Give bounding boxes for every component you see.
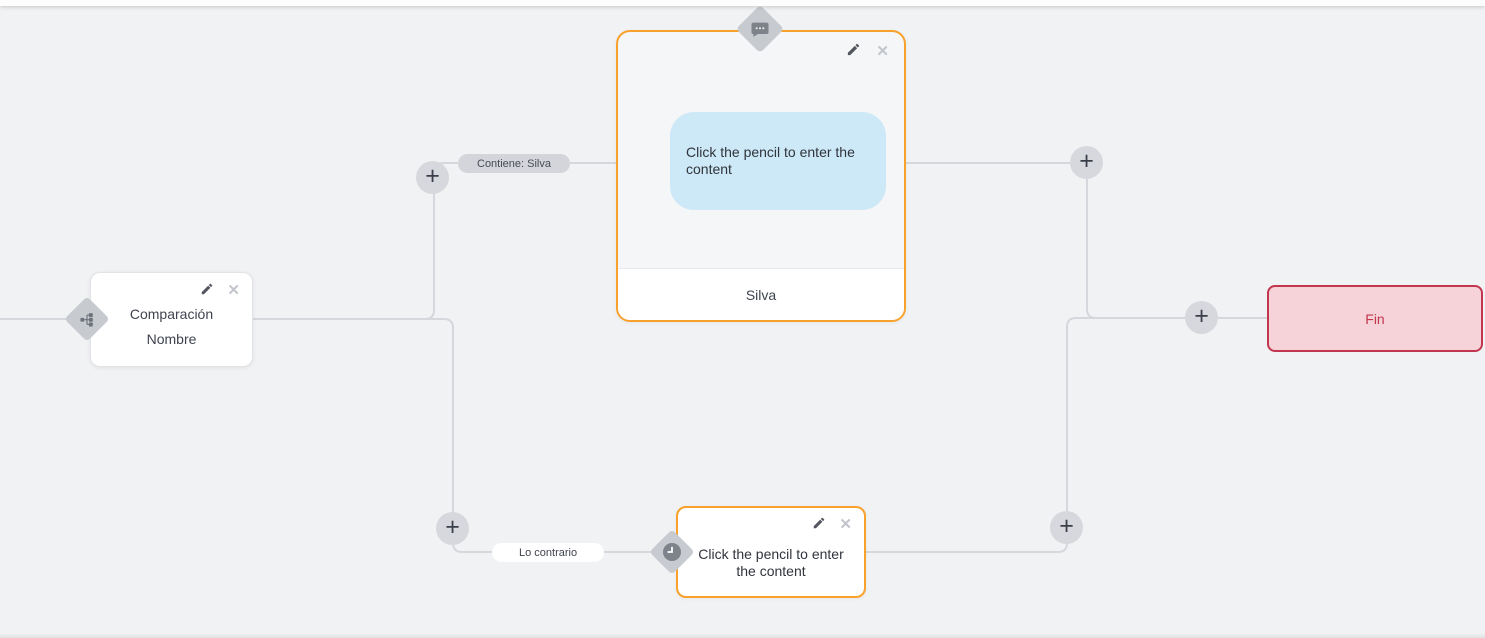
pencil-icon [846, 42, 861, 60]
comparison-node[interactable]: ✕ Comparación Nombre [90, 272, 253, 367]
otherwise-edge-label[interactable]: Lo contrario [492, 543, 605, 562]
comparison-title-line1: Comparación [129, 306, 214, 322]
delay-body-text: Click the pencil to enter the content [698, 546, 844, 579]
message-diamond [735, 4, 785, 54]
add-node-button[interactable]: + [1070, 146, 1103, 179]
delete-node-button[interactable]: ✕ [227, 282, 240, 299]
edit-button[interactable] [846, 42, 861, 60]
clock-icon [662, 542, 682, 562]
edit-button[interactable] [200, 282, 214, 299]
delay-diamond [649, 529, 695, 575]
end-node-label: Fin [1365, 310, 1385, 327]
message-node[interactable]: ✕ Click the pencil to enter the content … [616, 30, 906, 322]
message-footer: Silva [618, 268, 904, 320]
message-icon [751, 21, 769, 37]
delete-node-button[interactable]: ✕ [876, 42, 889, 60]
comparison-title-line2: Nombre [146, 331, 197, 347]
edge-delay-to-end [865, 317, 1100, 553]
otherwise-edge-label-text: Lo contrario [519, 546, 578, 559]
canvas-bottom-shadow [0, 633, 1485, 638]
condition-edge-label[interactable]: Contiene: Silva [458, 154, 570, 173]
message-variable-label: Silva [745, 286, 777, 303]
end-node[interactable]: Fin [1267, 285, 1483, 352]
delete-node-button[interactable]: ✕ [839, 516, 852, 533]
message-bubble-text: Click the pencil to enter the content [686, 144, 855, 177]
branch-icon [80, 312, 95, 327]
toolbar-edge [0, 0, 1485, 6]
condition-edge-label-text: Contiene: Silva [477, 157, 551, 170]
message-bubble: Click the pencil to enter the content [670, 112, 886, 210]
delay-node[interactable]: ✕ Click the pencil to enter the content [676, 506, 866, 598]
edit-button[interactable] [812, 516, 826, 533]
add-node-button[interactable]: + [416, 161, 449, 194]
add-node-button[interactable]: + [1185, 301, 1218, 334]
edge-message-to-end [904, 162, 1268, 319]
add-node-button[interactable]: + [1050, 511, 1083, 544]
add-node-button[interactable]: + [436, 512, 469, 545]
comparison-diamond [64, 296, 110, 342]
pencil-icon [812, 516, 826, 533]
pencil-icon [200, 282, 214, 299]
edge-otherwise [253, 318, 658, 553]
